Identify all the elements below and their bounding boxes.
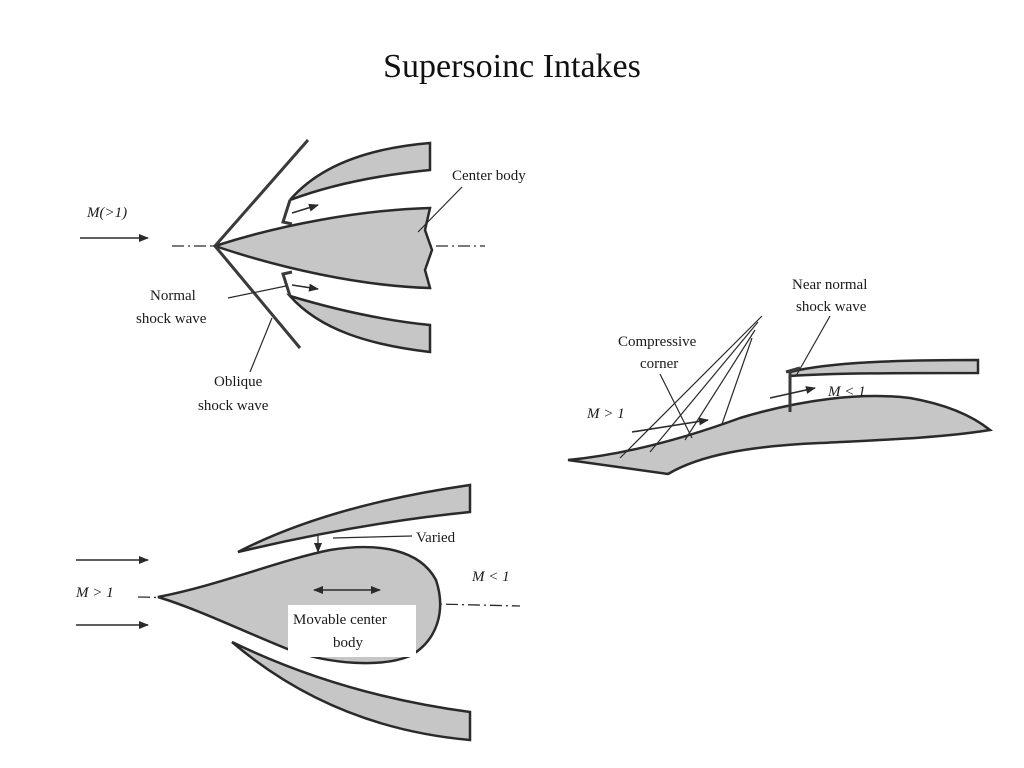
figure-a-center-body-intake: M(>1) Center body Normal shock wave Obli…	[80, 139, 526, 414]
center-body	[211, 206, 434, 290]
compressive-corner-label-line1: Compressive	[618, 334, 697, 350]
compressive-corner-label-line2: corner	[640, 356, 678, 372]
movable-body-label-line2: body	[333, 635, 364, 651]
ramp-downstream-mach-label: M < 1	[827, 384, 866, 400]
cowl	[788, 358, 980, 378]
oblique-shock-label-line2: shock wave	[198, 398, 269, 414]
normal-shock-label-line2: shock wave	[136, 311, 207, 327]
downstream-flow-arrow	[769, 386, 816, 399]
normal-shock-lower	[281, 270, 293, 297]
movable-body-label-line1: Movable center	[293, 612, 387, 628]
compression-wave-4	[721, 337, 753, 425]
compression-wave-1	[619, 315, 763, 459]
upper-cowl-c	[237, 483, 472, 554]
ramp-upstream-mach-label: M > 1	[586, 406, 625, 422]
near-normal-shock	[785, 366, 801, 412]
varied-label: Varied	[416, 530, 456, 546]
normal-shock-leader	[227, 285, 287, 299]
inlet-flow-arrow-upper	[291, 203, 319, 214]
oblique-shock-leader	[249, 317, 273, 373]
center-body-label: Center body	[452, 168, 526, 184]
movable-upstream-mach-label: M > 1	[75, 585, 114, 601]
oblique-shock-lower	[213, 245, 302, 349]
upper-cowl	[289, 141, 432, 202]
near-normal-label-line2: shock wave	[796, 299, 867, 315]
oblique-shock-upper	[213, 139, 310, 247]
lower-cowl-c	[231, 640, 472, 742]
ramp-body	[567, 394, 993, 476]
upstream-flow-arrow	[631, 417, 709, 433]
inlet-flow-arrow-lower	[291, 283, 319, 292]
compression-wave-2	[649, 321, 759, 453]
figure-c-movable-center-body: M > 1 Varied M < 1 Movable center body	[75, 483, 521, 742]
freestream-mach-label: M(>1)	[86, 205, 127, 221]
near-normal-leader	[795, 315, 831, 377]
center-line-c	[137, 596, 521, 607]
figure-b-ramp-intake: Near normal shock wave Compressive corne…	[567, 277, 993, 476]
compressive-corner-leader	[659, 373, 693, 439]
lower-cowl	[286, 293, 432, 354]
movable-label-background	[288, 605, 416, 657]
movable-downstream-mach-label: M < 1	[471, 569, 510, 585]
normal-shock-upper	[281, 199, 293, 226]
near-normal-label-line1: Near normal	[792, 277, 867, 293]
oblique-shock-label-line1: Oblique	[214, 374, 263, 390]
normal-shock-label-line1: Normal	[150, 288, 196, 304]
page-title: Supersoinc Intakes	[383, 48, 641, 85]
varied-leader	[332, 535, 413, 539]
center-body-leader	[417, 186, 463, 233]
